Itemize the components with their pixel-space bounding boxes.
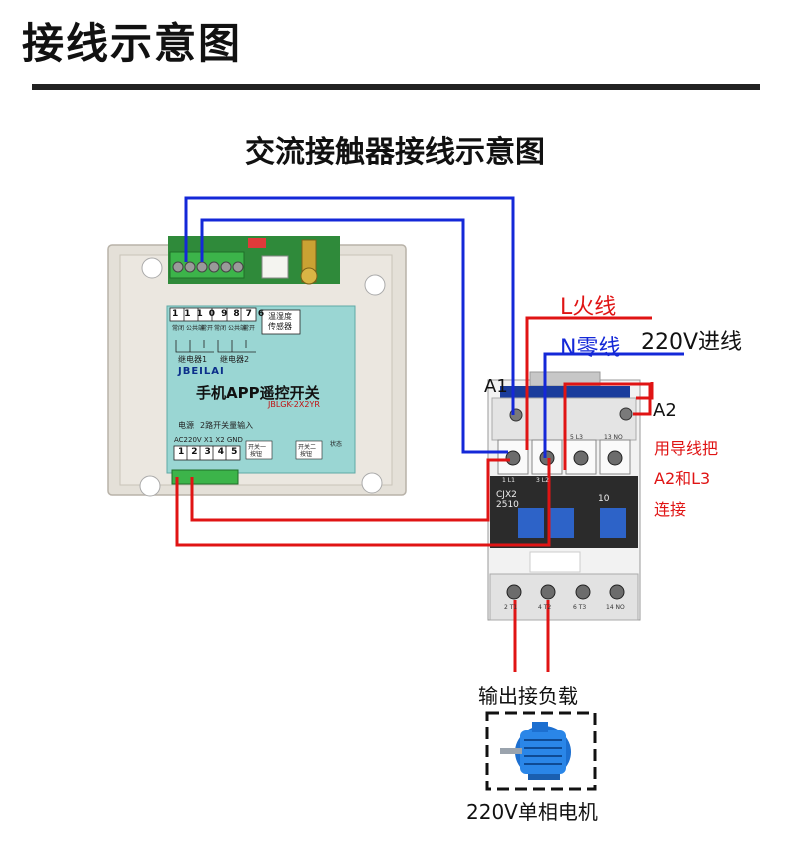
smart-relay-controller <box>107 236 407 497</box>
contactor-term-l2: 3 L2 <box>536 477 549 484</box>
relay2-no-label: 常开 <box>243 325 256 332</box>
contactor-term-t2: 4 T2 <box>538 604 552 611</box>
top-terminal-numbers: 11109876 <box>172 309 271 319</box>
n-line-label: N零线 <box>560 336 621 361</box>
power-label: 电源 <box>178 421 194 430</box>
input-label: 2路开关量输入 <box>200 421 254 430</box>
supply-label: 220V进线 <box>641 330 743 355</box>
relay2-nc-label: 常闭 <box>214 325 227 332</box>
note-line-2: A2和L3 <box>654 469 711 488</box>
contactor-term-no-top: 13 NO <box>604 434 623 441</box>
page-title: 接线示意图 <box>22 19 243 68</box>
relay1-no-label: 常开 <box>201 325 214 332</box>
motor-diagram <box>485 711 597 791</box>
switch1-button-label: 按钮 <box>250 451 263 458</box>
diagram-title: 交流接触器接线示意图 <box>245 135 545 170</box>
switch2-label: 开关二 <box>298 444 317 451</box>
ac-contactor <box>487 371 641 621</box>
l-line-label: L火线 <box>560 295 617 320</box>
status-label: 状态 <box>330 441 343 448</box>
blue-wires <box>184 196 684 458</box>
contactor-term-l3: 5 L3 <box>570 434 583 441</box>
switch1-label: 开关一 <box>248 444 267 451</box>
relay-2-label: 继电器2 <box>220 355 250 364</box>
red-wires <box>175 316 654 672</box>
a1-label: A1 <box>484 376 508 397</box>
bottom-terminal-names: AC220V X1 X2 GND <box>174 436 243 444</box>
relay-1-label: 继电器1 <box>178 355 208 364</box>
contactor-term-t1: 2 T1 <box>504 604 518 611</box>
sensor-label-2: 传感器 <box>268 322 292 331</box>
contactor-model-1: CJX2 <box>496 490 517 500</box>
a2-label: A2 <box>653 400 677 421</box>
relay1-com-label: 公共端 <box>186 325 205 332</box>
relay1-nc-label: 常闭 <box>172 325 185 332</box>
sensor-label-1: 温湿度 <box>268 312 292 321</box>
load-output-label: 输出接负载 <box>478 684 578 708</box>
product-name: 手机APP遥控开关 <box>196 384 320 402</box>
contactor-contact-no: 10 <box>598 494 610 504</box>
note-line-3: 连接 <box>654 500 687 519</box>
title-divider <box>32 84 760 90</box>
relay2-com-label: 公共端 <box>228 325 247 332</box>
contactor-term-l1: 1 L1 <box>502 477 515 484</box>
switch2-button-label: 按钮 <box>300 451 313 458</box>
brand-logo: JBEILAI <box>178 366 225 377</box>
contactor-term-t3: 6 T3 <box>573 604 587 611</box>
model-number: JBLGK-2X2YR <box>268 400 320 409</box>
note-line-1: 用导线把 <box>654 439 719 458</box>
bottom-terminal-numbers: 12345 <box>178 447 245 457</box>
contactor-model-2: 2510 <box>496 500 519 510</box>
contactor-term-no-bottom: 14 NO <box>606 604 625 611</box>
motor-label: 220V单相电机 <box>466 800 598 824</box>
